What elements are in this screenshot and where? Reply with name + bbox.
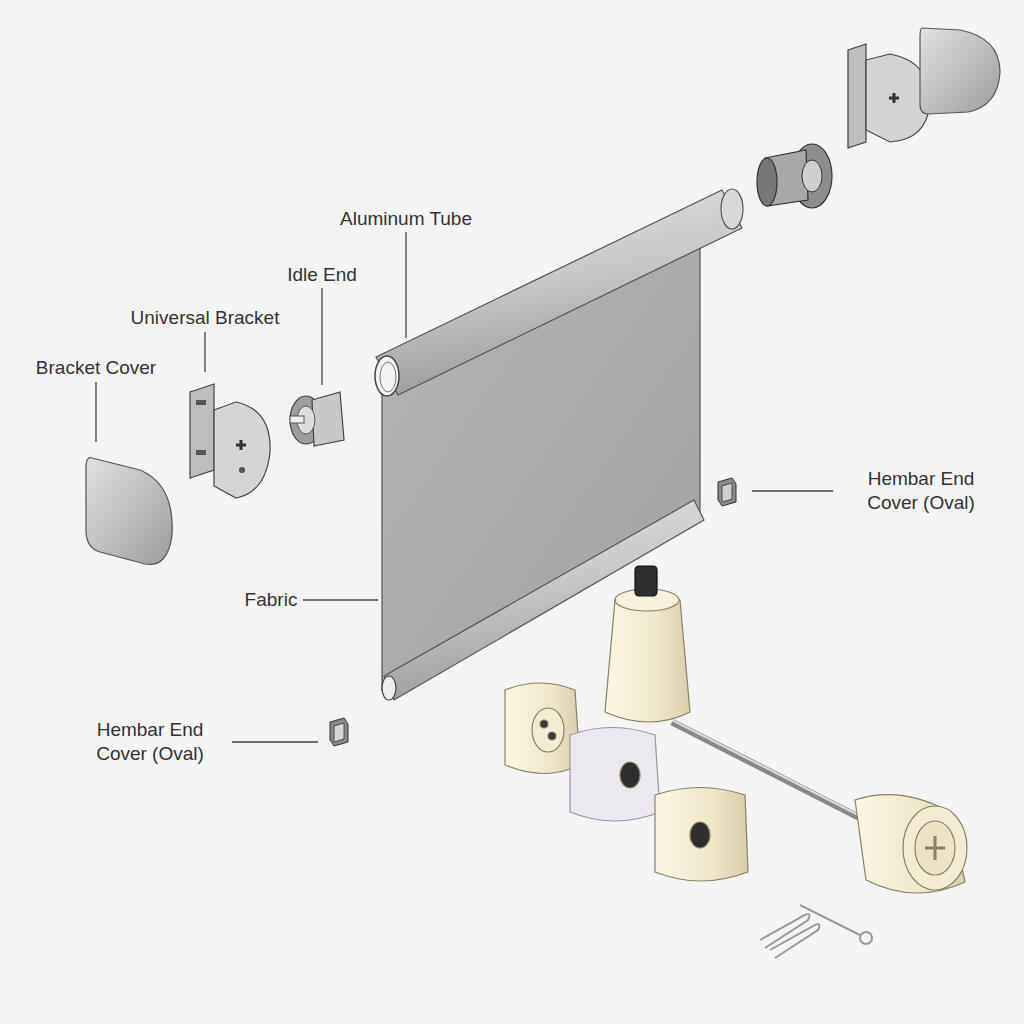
right-bracket	[848, 28, 1000, 148]
end-cover	[330, 718, 348, 746]
idle-body	[312, 392, 344, 446]
end-cover	[718, 478, 736, 506]
end-plug-hub	[915, 821, 955, 875]
end-plug-cross	[925, 836, 945, 860]
idle-pin	[290, 416, 304, 423]
bushing-hole	[540, 720, 548, 728]
bracket-hole	[239, 467, 245, 473]
bracket-hole	[889, 93, 899, 103]
brake-drum	[570, 728, 660, 822]
leader-line	[303, 599, 378, 600]
drum-hole	[620, 762, 640, 788]
housing-hole	[690, 822, 710, 848]
bushing-face	[532, 708, 564, 752]
end-cover-face	[334, 723, 344, 742]
eye-pin	[800, 905, 860, 935]
hembar-end	[382, 676, 396, 700]
part-label: Bracket Cover	[36, 356, 156, 380]
clutch-end	[757, 144, 832, 208]
bracket-cover	[86, 458, 172, 565]
bushing-hole	[548, 732, 556, 740]
idle-end	[290, 392, 344, 446]
cone-pin	[635, 566, 657, 596]
cotter-pin	[770, 924, 819, 958]
tube-opening	[375, 356, 399, 396]
part-label: Idle End	[287, 263, 357, 287]
leader-line	[95, 382, 96, 442]
bushing	[505, 683, 580, 774]
universal-bracket	[190, 384, 270, 498]
part-label: Hembar End Cover (Oval)	[845, 467, 997, 515]
tube-inner	[380, 362, 396, 392]
end-cover-face	[722, 483, 732, 502]
leader-line	[232, 741, 318, 742]
part-label: Hembar End Cover (Oval)	[74, 718, 226, 766]
cone-end	[605, 593, 690, 723]
hembar-end-cover	[718, 478, 736, 506]
eye-pin-loop	[860, 932, 872, 944]
bracket-plate	[190, 384, 214, 478]
clutch-face	[757, 158, 777, 206]
part-label: Aluminum Tube	[340, 207, 472, 231]
part-label: Universal Bracket	[131, 306, 280, 330]
leader-line	[321, 288, 322, 385]
spring-housing	[655, 788, 748, 882]
leader-line	[752, 490, 833, 491]
leader-line	[405, 232, 406, 338]
part-label: Fabric	[245, 588, 298, 612]
bracket-hole	[236, 440, 246, 450]
hembar-end-cover	[330, 718, 348, 746]
cotter-pins	[760, 905, 872, 958]
leader-line	[204, 332, 205, 372]
end-plug-face	[903, 806, 967, 890]
tube-end	[721, 189, 743, 229]
bracket-plate	[848, 44, 866, 148]
bracket-slot	[196, 400, 206, 405]
bracket-arm	[214, 402, 270, 498]
bracket-slot	[196, 450, 206, 455]
clutch-hub	[802, 160, 822, 192]
spring-mechanism	[505, 566, 967, 893]
bracket-cover	[920, 28, 1000, 114]
